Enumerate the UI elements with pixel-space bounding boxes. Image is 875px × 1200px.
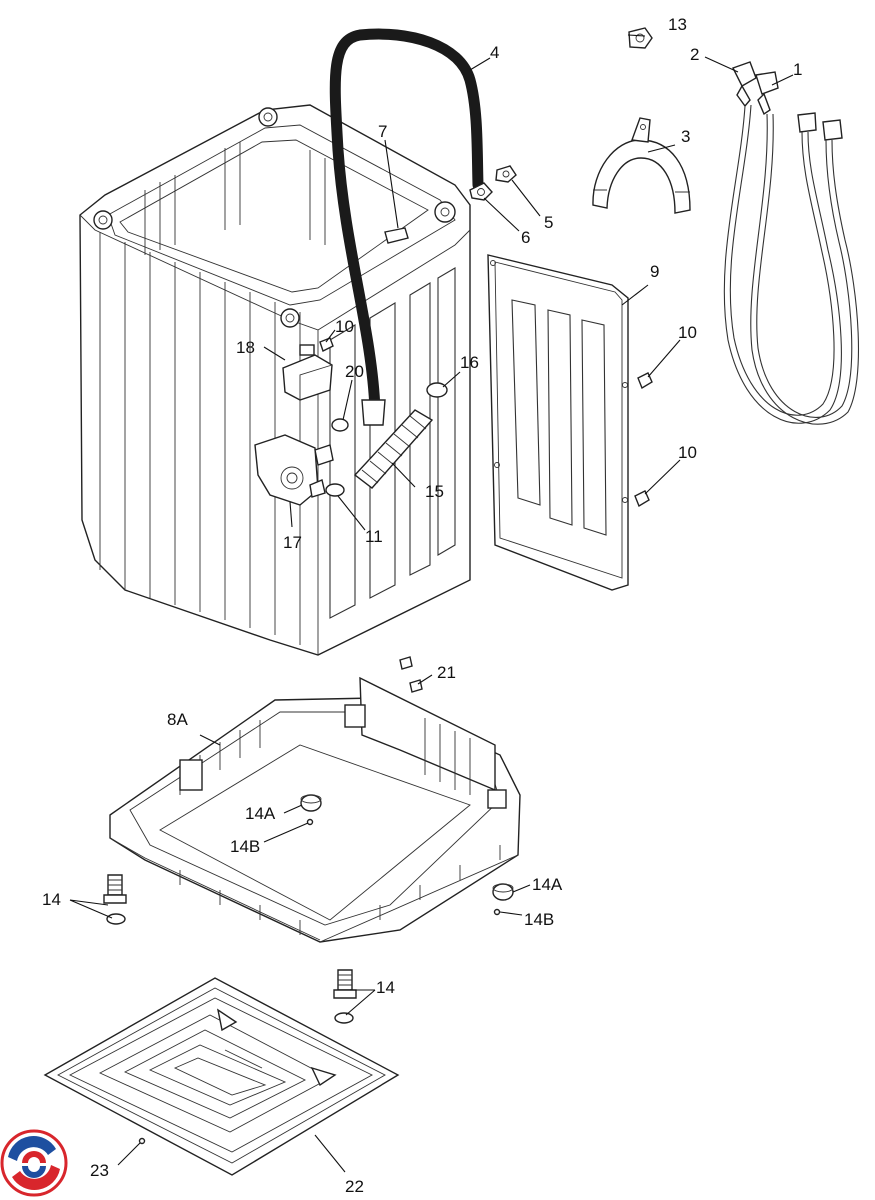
leveling-foot-part-14 <box>103 874 357 1024</box>
corrugated-hose-part-15 <box>353 409 434 489</box>
callout-14-right: 14 <box>376 978 395 997</box>
callout-3: 3 <box>681 127 690 146</box>
callout-13: 13 <box>668 15 687 34</box>
callout-5: 5 <box>544 213 553 232</box>
switch-part-18 <box>282 344 333 401</box>
bottom-pan-part-22 <box>43 977 400 1176</box>
callout-14B-right: 14B <box>524 910 554 929</box>
callout-21: 21 <box>437 663 456 682</box>
nut-part-5 <box>495 165 517 183</box>
screw-part-21 <box>399 656 423 693</box>
base-frame-part-8A <box>109 676 521 943</box>
callout-6: 6 <box>521 228 530 247</box>
callout-17: 17 <box>283 533 302 552</box>
callout-10-upper: 10 <box>678 323 697 342</box>
callout-14B-left: 14B <box>230 837 260 856</box>
callout-16: 16 <box>460 353 479 372</box>
drain-pump-part-17 <box>254 434 334 506</box>
callout-23: 23 <box>90 1161 109 1180</box>
callout-labels: 1 2 3 4 5 6 7 8A 9 10 10 10 11 13 14 14 … <box>42 15 802 1196</box>
callout-7: 7 <box>378 122 387 141</box>
hose-guide-part-3 <box>592 117 691 214</box>
callout-20: 20 <box>345 362 364 381</box>
clamp-part-20 <box>331 418 349 432</box>
callout-10-lower: 10 <box>678 443 697 462</box>
callout-14-left: 14 <box>42 890 61 909</box>
callout-9: 9 <box>650 262 659 281</box>
callout-15: 15 <box>425 482 444 501</box>
leader-lines <box>69 34 794 1173</box>
callout-8A: 8A <box>167 710 188 729</box>
ring-part-16 <box>426 382 448 398</box>
cabinet <box>79 104 471 656</box>
callout-10-top: 10 <box>335 317 354 336</box>
callout-14A-left: 14A <box>245 804 276 823</box>
callout-14A-right: 14A <box>532 875 563 894</box>
callout-4: 4 <box>490 43 499 62</box>
brand-logo <box>0 1129 68 1197</box>
nut-part-13 <box>628 27 653 49</box>
drain-hose <box>329 28 484 416</box>
inlet-hoses <box>723 61 860 425</box>
callout-2: 2 <box>690 45 699 64</box>
callout-18: 18 <box>236 338 255 357</box>
fitting-part-6 <box>469 182 493 201</box>
callout-1: 1 <box>793 60 802 79</box>
rear-panel-part-9 <box>487 254 629 591</box>
screw-part-10 <box>319 337 653 508</box>
callout-11: 11 <box>365 527 383 546</box>
drain-hose-end <box>361 399 386 426</box>
clamp-part-11 <box>325 483 345 497</box>
callout-22: 22 <box>345 1177 364 1196</box>
pin-part-14B <box>306 818 501 916</box>
